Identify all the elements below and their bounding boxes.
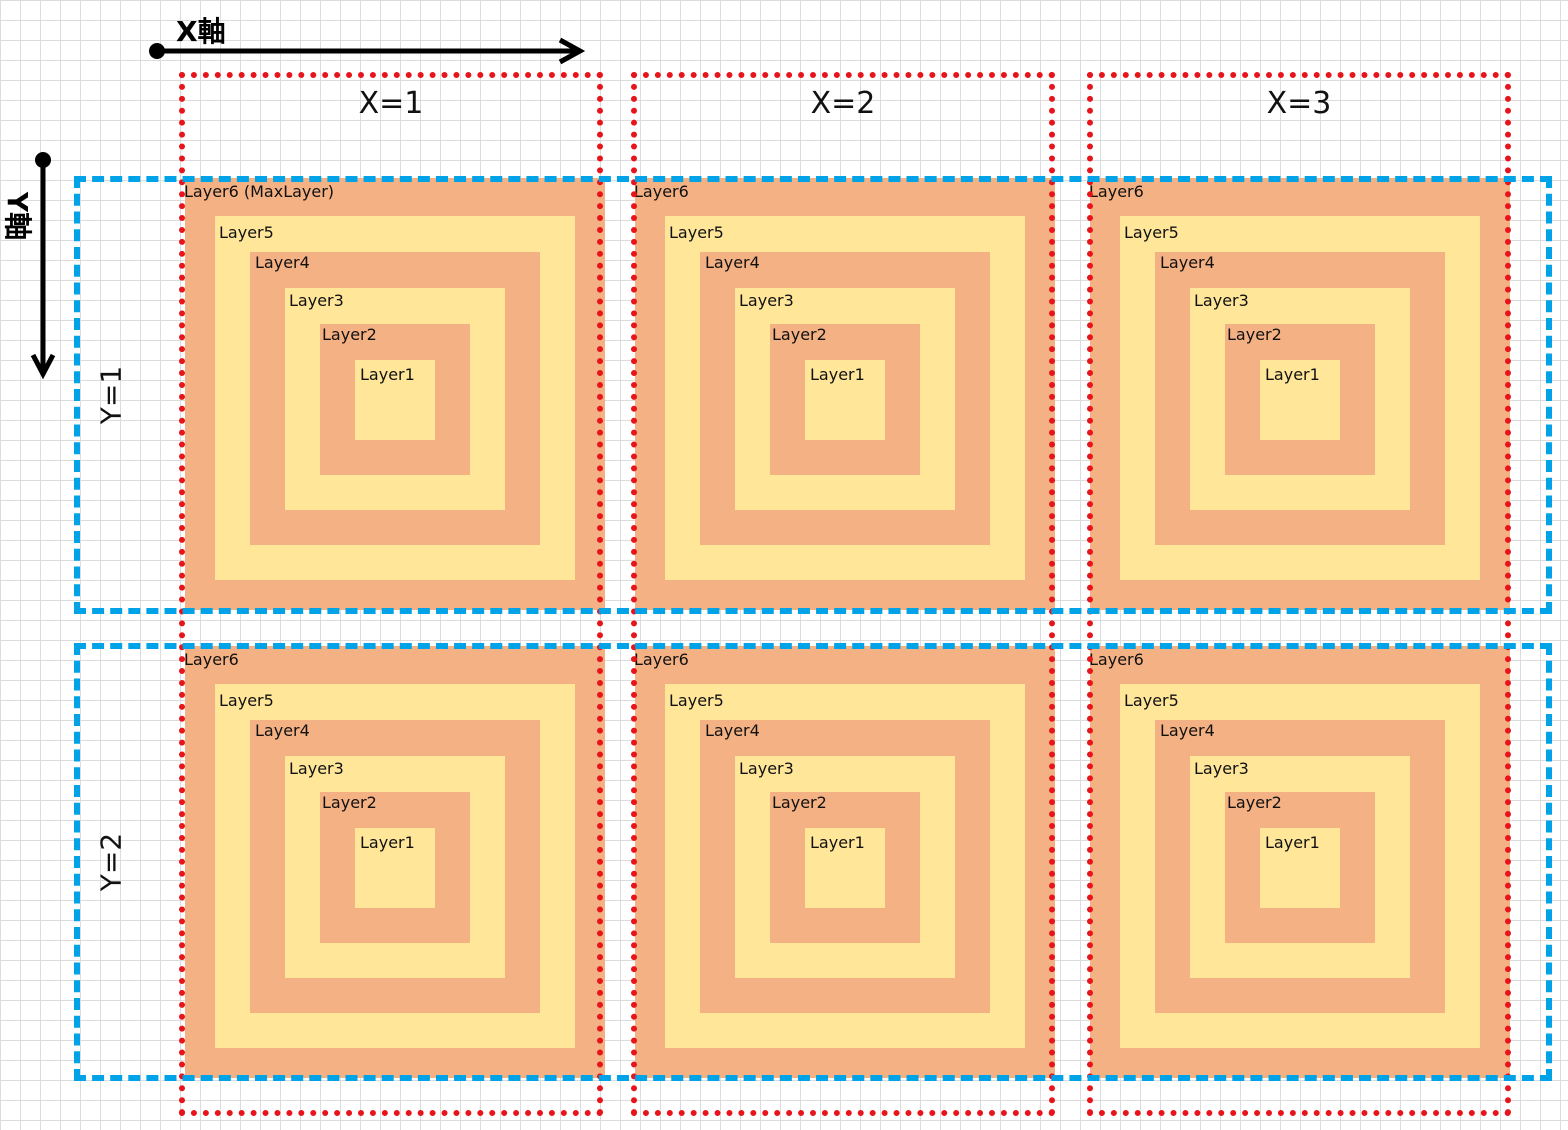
layer6-label: Layer6 (MaxLayer) [184, 182, 335, 201]
layer6-label: Layer6 [634, 182, 689, 201]
layer1-box [1260, 360, 1340, 440]
column-x2-label: X=2 [810, 86, 876, 121]
column-x3-label: X=3 [1266, 86, 1332, 121]
layer6-label: Layer6 [184, 650, 239, 669]
row-y1-label: Y=1 [94, 365, 128, 425]
layer6-label: Layer6 [1089, 650, 1144, 669]
layer1-box [355, 828, 435, 908]
layer6-label: Layer6 [1089, 182, 1144, 201]
y-axis-arrow [30, 152, 56, 380]
x-axis-title: X軸 [176, 15, 226, 48]
layer1-box [805, 828, 885, 908]
layer1-box [355, 360, 435, 440]
row-y2-label: Y=2 [94, 832, 128, 892]
x-axis-arrow [149, 37, 586, 65]
layer6-label: Layer6 [634, 650, 689, 669]
layer1-box [1260, 828, 1340, 908]
column-x1-label: X=1 [358, 86, 424, 121]
layer1-box [805, 360, 885, 440]
y-axis-title: Y軸 [1, 191, 35, 241]
